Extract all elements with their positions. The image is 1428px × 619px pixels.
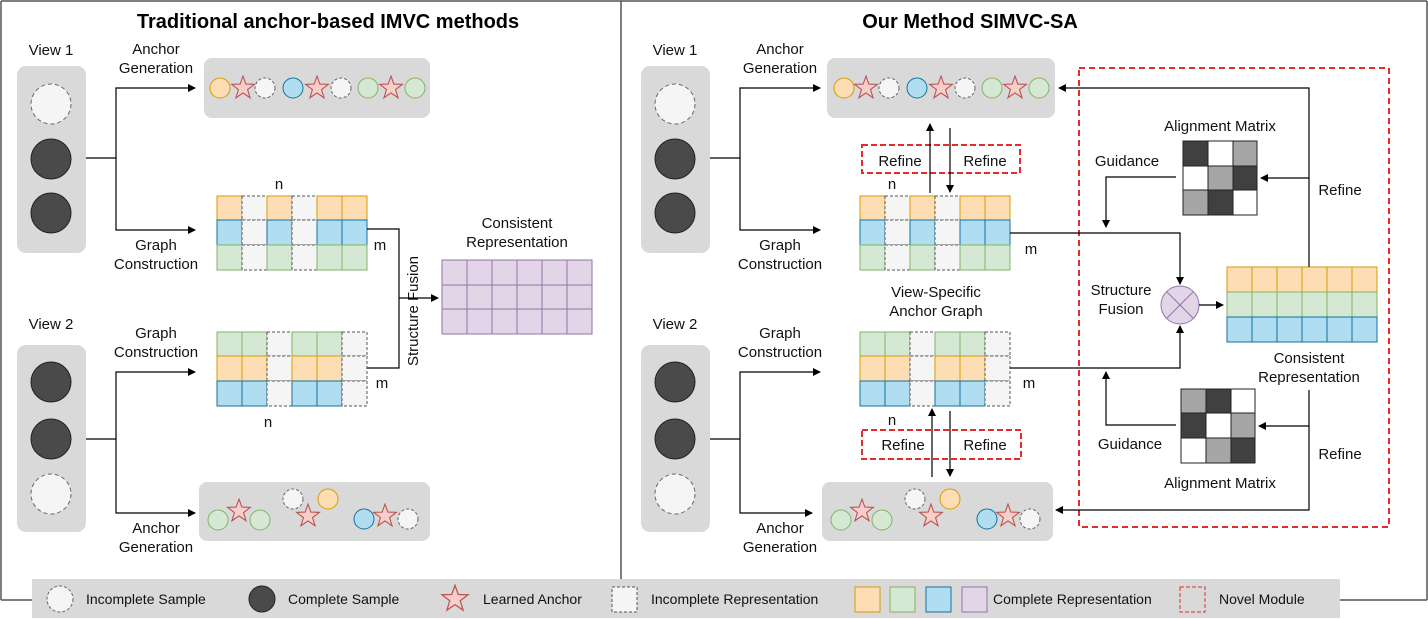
left-consistent-line2: Representation bbox=[466, 234, 568, 251]
legend-incomplete-representation: Incomplete Representation bbox=[651, 591, 818, 607]
legend-complete-sample-icon bbox=[248, 585, 276, 613]
left-anchor-gen-1-line1: Anchor bbox=[132, 41, 180, 58]
complete-sample bbox=[654, 361, 696, 403]
legend-green-swatch bbox=[889, 586, 916, 613]
refine-box-bottom bbox=[861, 429, 1022, 460]
complete-sample bbox=[654, 138, 696, 180]
legend-learned-anchor: Learned Anchor bbox=[483, 591, 582, 607]
legend-orange-swatch bbox=[854, 586, 881, 613]
complete-sample bbox=[30, 361, 72, 403]
right-view1-arrows bbox=[710, 84, 821, 234]
left-anchor-gen-2-line2: Generation bbox=[119, 539, 193, 556]
panel-borders bbox=[0, 0, 1428, 601]
right-graph-con-2-line1: Graph bbox=[759, 325, 801, 342]
legend-novel-module-icon bbox=[1179, 586, 1206, 613]
right-anchor-gen-1-line2: Generation bbox=[743, 60, 817, 77]
left-anchor-gen-1-line2: Generation bbox=[119, 60, 193, 77]
refine-label: Refine bbox=[963, 153, 1006, 170]
legend: Incomplete Sample Complete Sample Learne… bbox=[32, 579, 1340, 618]
right-view2-arrows bbox=[710, 368, 821, 517]
right-view1-label: View 1 bbox=[653, 42, 698, 59]
incomplete-sample bbox=[654, 83, 696, 125]
legend-purple-swatch bbox=[961, 586, 988, 613]
legend-incomplete-sample: Incomplete Sample bbox=[86, 591, 206, 607]
legend-complete-representation: Complete Representation bbox=[993, 591, 1152, 607]
right-title: Our Method SIMVC-SA bbox=[862, 11, 1078, 33]
left-panel: Traditional anchor-based IMVC methods Vi… bbox=[17, 11, 593, 556]
structure-fusion-line2: Fusion bbox=[1098, 301, 1143, 318]
left-structure-fusion: Structure Fusion bbox=[405, 256, 422, 366]
refine-label: Refine bbox=[881, 437, 924, 454]
structure-fusion-line1: Structure bbox=[1091, 282, 1152, 299]
refine-label: Refine bbox=[963, 437, 1006, 454]
right-anchor-gen-2-line2: Generation bbox=[743, 539, 817, 556]
left-anchor-graph-1 bbox=[216, 195, 368, 271]
left-graph2-m: m bbox=[376, 375, 389, 392]
left-graph1-n: n bbox=[275, 176, 283, 193]
legend-incomplete-sample-icon bbox=[46, 585, 74, 613]
right-anchor-graph-1 bbox=[859, 195, 1011, 271]
incomplete-sample bbox=[654, 473, 696, 515]
left-graph-con-2-line2: Construction bbox=[114, 344, 198, 361]
left-view1-arrows bbox=[86, 84, 196, 234]
view-specific-line1: View-Specific bbox=[891, 284, 981, 301]
refine-top-right-label: Refine bbox=[1318, 182, 1361, 199]
right-view2-label: View 2 bbox=[653, 316, 698, 333]
guidance-bottom-label: Guidance bbox=[1098, 436, 1162, 453]
left-graph1-m: m bbox=[374, 237, 387, 254]
legend-novel-module: Novel Module bbox=[1219, 591, 1305, 607]
right-consistent-line1: Consistent bbox=[1274, 350, 1346, 367]
right-anchor-gen-2-line1: Anchor bbox=[756, 520, 804, 537]
refine-box-top bbox=[861, 144, 1021, 174]
complete-sample bbox=[30, 192, 72, 234]
right-graph-con-2-line2: Construction bbox=[738, 344, 822, 361]
left-view2-arrows bbox=[86, 368, 196, 517]
left-anchor-gen-2-line1: Anchor bbox=[132, 520, 180, 537]
guidance-top-label: Guidance bbox=[1095, 153, 1159, 170]
refine-arrows-bottom bbox=[928, 408, 954, 477]
incomplete-sample bbox=[30, 473, 72, 515]
refine-label: Refine bbox=[878, 153, 921, 170]
complete-sample bbox=[654, 192, 696, 234]
right-graph2-n: n bbox=[888, 412, 896, 429]
view-specific-line2: Anchor Graph bbox=[889, 303, 982, 320]
right-consistent-line2: Representation bbox=[1258, 369, 1360, 386]
alignment-matrix-bottom-label: Alignment Matrix bbox=[1164, 475, 1276, 492]
alignment-matrix-bottom bbox=[1180, 388, 1256, 464]
left-consistent-grid bbox=[441, 259, 593, 335]
left-view2-label: View 2 bbox=[29, 316, 74, 333]
legend-blue-swatch bbox=[925, 586, 952, 613]
left-graph2-n: n bbox=[264, 414, 272, 431]
right-graph1-n: n bbox=[888, 176, 896, 193]
left-anchor-graph-2 bbox=[216, 331, 368, 407]
left-consistent-line1: Consistent bbox=[482, 215, 554, 232]
left-graph-con-2-line1: Graph bbox=[135, 325, 177, 342]
right-consistent-grid bbox=[1226, 266, 1378, 343]
novel-module-box bbox=[1078, 67, 1390, 528]
right-graph-con-1-line1: Graph bbox=[759, 237, 801, 254]
right-graph-con-1-line2: Construction bbox=[738, 256, 822, 273]
left-graph-con-1-line1: Graph bbox=[135, 237, 177, 254]
refine-bottom-right-label: Refine bbox=[1318, 446, 1361, 463]
right-anchor-gen-1-line1: Anchor bbox=[756, 41, 804, 58]
incomplete-sample bbox=[30, 83, 72, 125]
legend-incomplete-rep-icon bbox=[611, 586, 638, 613]
left-graph-con-1-line2: Construction bbox=[114, 256, 198, 273]
complete-sample bbox=[30, 418, 72, 460]
right-graph1-m: m bbox=[1025, 241, 1038, 258]
right-module-arrows bbox=[1010, 84, 1310, 514]
right-anchor-graph-2 bbox=[859, 331, 1011, 407]
complete-sample bbox=[30, 138, 72, 180]
alignment-matrix-top bbox=[1182, 140, 1258, 216]
left-view1-label: View 1 bbox=[29, 42, 74, 59]
right-graph2-m: m bbox=[1023, 375, 1036, 392]
legend-complete-sample: Complete Sample bbox=[288, 591, 399, 607]
right-panel: Our Method SIMVC-SA View 1 Anchor Genera… bbox=[641, 11, 1390, 556]
refine-arrows-top bbox=[926, 123, 954, 193]
left-title: Traditional anchor-based IMVC methods bbox=[137, 11, 519, 33]
left-fusion-arrows bbox=[367, 228, 439, 369]
alignment-matrix-top-label: Alignment Matrix bbox=[1164, 118, 1276, 135]
complete-sample bbox=[654, 418, 696, 460]
